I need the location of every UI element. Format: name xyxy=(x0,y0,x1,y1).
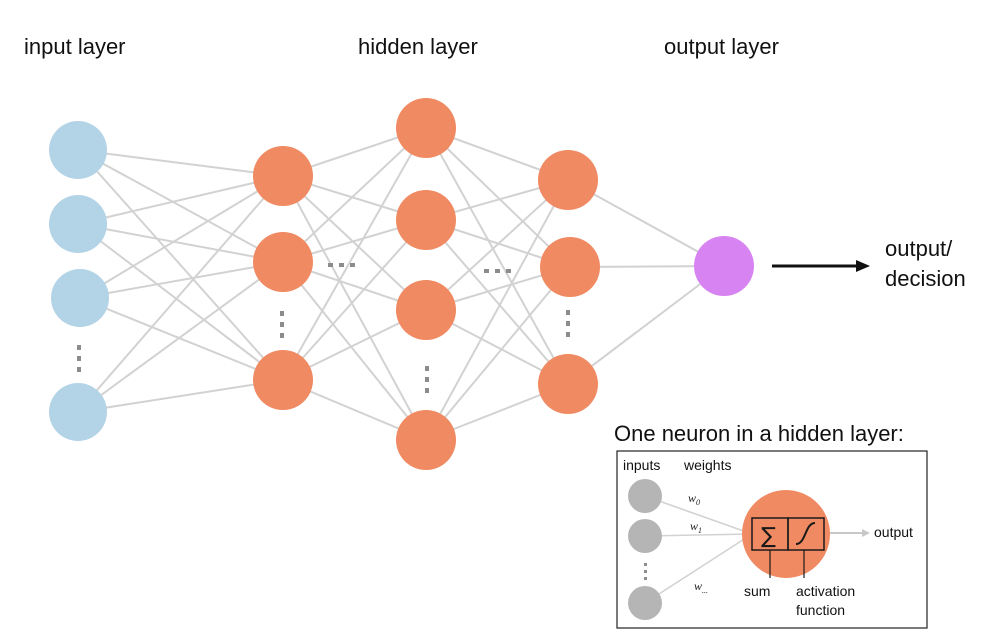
activation-label-line2: function xyxy=(796,602,845,618)
network-edge xyxy=(77,223,284,381)
network-edge xyxy=(282,175,427,311)
input-node xyxy=(49,195,107,253)
weight-w1-label: w1 xyxy=(690,519,702,535)
network-edge xyxy=(425,179,569,441)
inset-weights-label: weights xyxy=(683,457,731,473)
network-edge xyxy=(425,127,569,385)
inset-inputs-label: inputs xyxy=(623,457,660,473)
network-edge xyxy=(282,127,427,263)
network-edge xyxy=(282,261,427,441)
inset-title: One neuron in a hidden layer: xyxy=(614,421,904,446)
network-nodes xyxy=(49,98,754,470)
inset-neuron xyxy=(742,490,830,578)
network-edge xyxy=(282,175,427,441)
hidden-node-1 xyxy=(253,350,313,410)
network-edge xyxy=(77,261,284,413)
network-edge xyxy=(77,223,284,263)
input-layer-label: input layer xyxy=(24,34,126,59)
network-edge xyxy=(79,297,284,381)
output-decision-label-line2: decision xyxy=(885,266,966,291)
network-edge xyxy=(425,127,571,268)
weight-w0-label: w0 xyxy=(688,491,700,507)
network-edge xyxy=(77,149,284,381)
output-decision-label-line1: output/ xyxy=(885,236,953,261)
network-edge xyxy=(77,149,284,177)
output-node xyxy=(694,236,754,296)
network-edge xyxy=(425,179,569,311)
hidden-layer-label: hidden layer xyxy=(358,34,478,59)
network-edge xyxy=(567,265,725,385)
hidden-node-3 xyxy=(540,237,600,297)
hidden-node-2 xyxy=(396,280,456,340)
hidden-node-1 xyxy=(253,232,313,292)
network-edge xyxy=(282,219,427,381)
sum-label: sum xyxy=(744,583,770,599)
hidden-node-2 xyxy=(396,190,456,250)
weight-wn-label: w... xyxy=(694,579,708,595)
hidden-node-3 xyxy=(538,354,598,414)
inset-output-label: output xyxy=(874,524,913,540)
input-node xyxy=(49,383,107,441)
sigmoid-icon xyxy=(795,522,816,545)
network-edge xyxy=(425,219,569,385)
hidden-node-2 xyxy=(396,98,456,158)
output-arrow xyxy=(772,260,870,272)
network-edge xyxy=(77,149,284,263)
network-edge xyxy=(282,127,427,381)
network-edge xyxy=(425,266,571,441)
input-node xyxy=(49,121,107,179)
network-edge xyxy=(79,175,284,299)
network-edge xyxy=(77,379,284,413)
ellipsis-dots xyxy=(77,263,570,393)
activation-label-line1: activation xyxy=(796,583,855,599)
sum-symbol: ∑ xyxy=(761,524,776,549)
activation-box xyxy=(787,517,825,551)
network-edge xyxy=(79,261,284,299)
input-node xyxy=(51,269,109,327)
hidden-node-1 xyxy=(253,146,313,206)
network-edge xyxy=(77,175,284,225)
neuron-inset: inputs weights w0 w1 w... ∑ output xyxy=(616,450,928,629)
output-layer-label: output layer xyxy=(664,34,779,59)
network-edges xyxy=(77,127,725,441)
inset-input-node xyxy=(628,479,662,513)
network-edge xyxy=(77,175,284,413)
hidden-node-3 xyxy=(538,150,598,210)
inset-input-node xyxy=(628,519,662,553)
hidden-node-2 xyxy=(396,410,456,470)
inset-input-node xyxy=(628,586,662,620)
